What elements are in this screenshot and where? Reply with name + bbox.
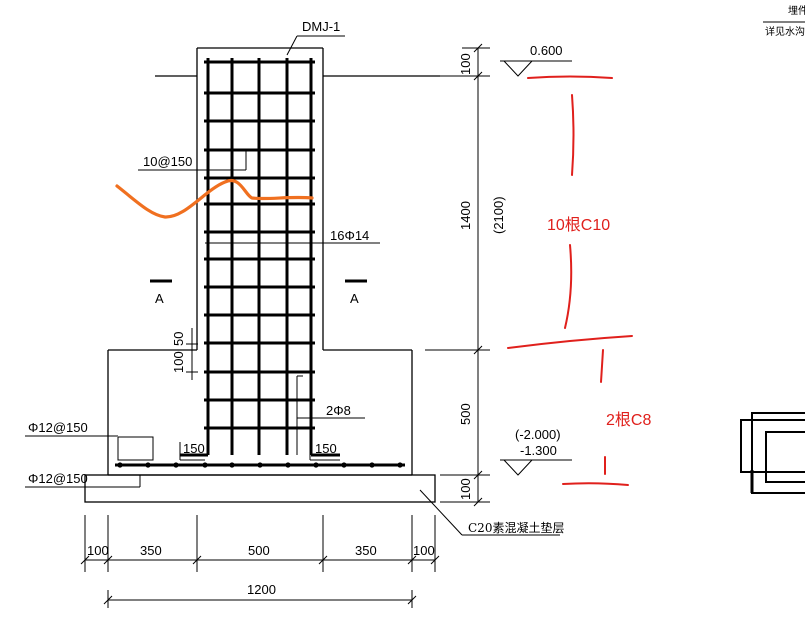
dimension-lines xyxy=(80,43,490,608)
elevation-bracket: (-2.000) xyxy=(515,427,561,442)
dim-h-350-right: 350 xyxy=(355,543,377,558)
dim-v-100-bottom: 100 xyxy=(458,478,473,500)
base-bottom-mesh-label: Φ12@150 xyxy=(28,471,88,486)
extra-bar-label: 2Φ8 xyxy=(326,403,351,418)
dim-anchor-right: 150 xyxy=(315,441,337,456)
column-outline xyxy=(84,47,440,503)
elevation-markers xyxy=(500,60,572,476)
section-mark-right: A xyxy=(350,291,359,306)
dim-v-small-100: 100 xyxy=(171,351,186,373)
pour-note: C20素混凝土垫层 xyxy=(468,520,564,535)
elevation-top: 0.600 xyxy=(530,43,563,58)
dim-h-350-left: 350 xyxy=(140,543,162,558)
dim-v-500: 500 xyxy=(458,403,473,425)
elevation-bottom: -1.300 xyxy=(520,443,557,458)
dim-anchor-left: 150 xyxy=(183,441,205,456)
top-note-line1: 埋件 xyxy=(788,5,805,17)
dim-total: 1200 xyxy=(247,582,276,597)
orange-scribble xyxy=(115,178,314,219)
dim-h-100-right: 100 xyxy=(413,543,435,558)
dim-h-100-left: 100 xyxy=(87,543,109,558)
component-tag: DMJ-1 xyxy=(302,19,340,34)
red-annotations xyxy=(507,75,633,486)
leader-lines xyxy=(25,35,560,536)
section-mark-left: A xyxy=(155,291,164,306)
dim-v-small-50: 50 xyxy=(171,332,186,346)
dim-v-100-top: 100 xyxy=(458,53,473,75)
dim-v-1400: 1400 xyxy=(458,201,473,230)
vertical-bar-label: 16Φ14 xyxy=(330,228,369,243)
partial-section-view xyxy=(740,412,805,494)
stirrup-label: 10@150 xyxy=(143,154,192,169)
dim-h-500: 500 xyxy=(248,543,270,558)
drawing-text: DMJ-1 埋件 详见水沟 0.600 (-2.000) -1.300 10@1… xyxy=(28,5,805,597)
dim-v-2100: (2100) xyxy=(491,196,506,234)
base-top-mesh-label: Φ12@150 xyxy=(28,420,88,435)
annotation-text-2: 2根C8 xyxy=(606,411,651,429)
top-note-line2: 详见水沟 xyxy=(765,25,805,38)
annotation-text-1: 10根C10 xyxy=(547,216,610,234)
rebar-cage xyxy=(115,58,405,467)
base-bar-dots xyxy=(117,462,403,468)
